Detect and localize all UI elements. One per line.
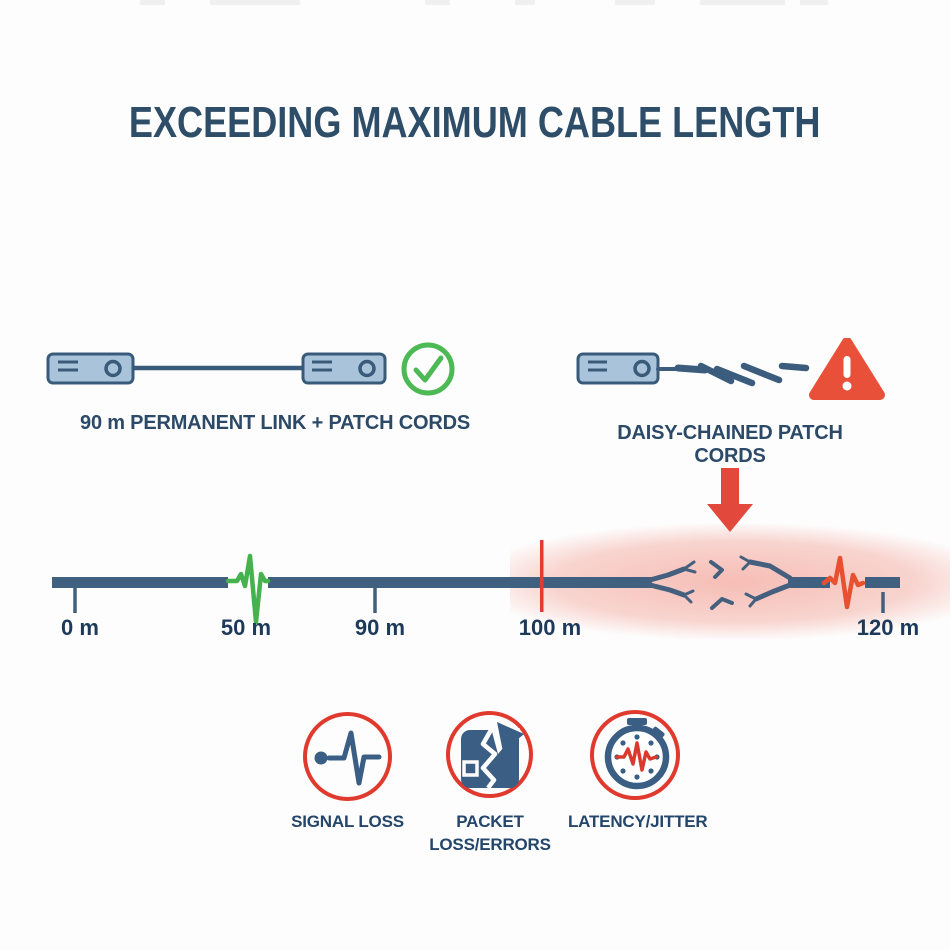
network-device-icon	[576, 352, 660, 385]
green-signal-pulse-icon	[225, 553, 271, 625]
cable-length-ruler	[52, 540, 900, 625]
down-arrow-icon	[707, 468, 753, 532]
signal-loss-ring	[303, 712, 392, 801]
ruler-ticks	[73, 588, 885, 613]
broken-cable-icon	[647, 555, 793, 610]
permanent-link-illustration	[46, 342, 455, 396]
signal-loss-label: SIGNAL LOSS	[291, 812, 404, 831]
cable-bar	[52, 577, 900, 588]
latency-jitter-icon	[604, 718, 670, 790]
network-device-icon	[46, 352, 135, 385]
network-device-icon	[301, 352, 387, 385]
daisy-chained-cords	[656, 362, 810, 387]
tick-label-100m: 100 m	[518, 615, 582, 640]
packet-loss-ring	[446, 711, 533, 798]
daisy-chain-caption: DAISY-CHAINED PATCH CORDS	[617, 422, 843, 467]
check-circle-icon	[401, 342, 455, 396]
limit-line-100m	[540, 540, 544, 612]
orange-distorted-pulse-icon	[821, 555, 866, 610]
page-title: EXCEEDING MAXIMUM CABLE LENGTH	[0, 98, 950, 148]
warning-triangle-icon	[809, 338, 885, 400]
daisy-chain-illustration	[576, 338, 885, 400]
permanent-link-caption: 90 m PERMANENT LINK + PATCH CORDS	[80, 412, 470, 434]
page-title-text: EXCEEDING MAXIMUM CABLE LENGTH	[129, 98, 821, 147]
latency-jitter-ring	[590, 710, 680, 800]
packet-loss-icon	[461, 722, 524, 790]
tick-label-120m: 120 m	[856, 615, 920, 640]
top-edge-artifact	[0, 0, 950, 6]
packet-loss-label: PACKET LOSS/ERRORS	[429, 812, 551, 854]
tick-label-50m: 50 m	[220, 615, 272, 640]
latency-jitter-label: LATENCY/JITTER	[568, 812, 708, 831]
tick-label-0m: 0 m	[61, 615, 99, 640]
tick-label-90m: 90 m	[354, 615, 406, 640]
signal-loss-icon	[314, 730, 382, 786]
